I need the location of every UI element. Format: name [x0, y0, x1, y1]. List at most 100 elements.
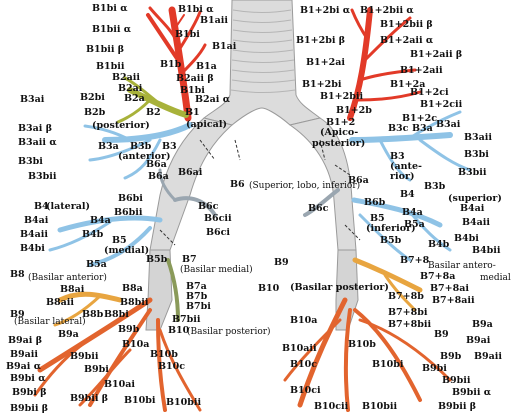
- label-r-b2: B2: [146, 107, 161, 118]
- label-r-b2ai-alpha: B2ai α: [195, 94, 231, 105]
- label-r-b6c: B6c: [198, 201, 219, 212]
- label-l-b10b: B10b: [348, 339, 376, 350]
- left-superior-lower-branches: [303, 188, 340, 217]
- label-l-b12bi: B1+2bi: [302, 79, 342, 90]
- label-r-b1bi: B1bi: [175, 29, 200, 40]
- label-r-b7bi: B7bi: [186, 301, 211, 312]
- label-r-b9: B9: [10, 309, 25, 320]
- label-r-b7b: B7b: [186, 291, 208, 302]
- right-superior-lower-branches: [158, 168, 217, 217]
- label-r-b10-desc: (Basilar posterior): [187, 327, 271, 337]
- label-r-b8bi: B8bi: [104, 309, 129, 320]
- label-r-b1: B1: [185, 107, 200, 118]
- left-apicoposterior-branches: [347, 7, 422, 121]
- label-l-b3aii: B3aii: [464, 132, 493, 143]
- label-l-b6a: B6a: [348, 175, 369, 186]
- label-l-b3b: B3b: [424, 181, 446, 192]
- label-l-b12bii-alpha: B1+2bii α: [360, 5, 414, 16]
- label-r-b8a: B8a: [122, 283, 143, 294]
- left-lingula-branches: [351, 197, 452, 262]
- label-l-b10-desc-1: (Basilar posterior): [290, 282, 389, 293]
- label-r-b6ci: B6ci: [206, 227, 231, 238]
- label-l-b9bii-beta: B9bii β: [438, 401, 477, 412]
- label-l-superior: (superior): [448, 193, 502, 204]
- label-r-b1aii: B1aii: [200, 15, 229, 26]
- right-apical-branches: [146, 6, 207, 122]
- label-r-b1ai: B1ai: [212, 41, 237, 52]
- label-r-b9bi: B9bi: [84, 364, 109, 375]
- label-r-b9bi-beta: B9bi β: [12, 387, 47, 398]
- label-l-b78a: B7+8a: [420, 271, 456, 282]
- label-r-b7bii: B7bii: [172, 314, 201, 325]
- label-l-b9a: B9a: [472, 319, 493, 330]
- label-r-b9ai-beta: B9ai β: [8, 335, 43, 346]
- label-r-b7: B7: [182, 254, 197, 265]
- right-posterior-branches: [116, 76, 189, 124]
- label-r-b4: B4: [34, 201, 49, 212]
- label-l-b12ai: B1+2ai: [306, 57, 345, 68]
- label-l-b12bi-beta: B1+2bi β: [296, 35, 346, 46]
- label-l-b12ci: B1+2ci: [410, 87, 449, 98]
- label-r-b1b: B1b: [160, 59, 182, 70]
- right-middle-lobe-branches: [48, 215, 163, 267]
- label-l-b3bi: B3bi: [464, 149, 489, 160]
- label-l-b4: B4: [400, 189, 415, 200]
- label-r-b2b: B2b: [84, 107, 106, 118]
- label-r-b1bi-alpha: B1bi α: [92, 3, 128, 14]
- label-l-b12aii-alpha: B1+2aii α: [380, 35, 434, 46]
- label-l-b4b: B4b: [428, 239, 450, 250]
- label-l-b10aii: B10aii: [282, 343, 317, 354]
- label-r-b3ai-beta: B3ai β: [18, 123, 53, 134]
- label-l-b78ai: B7+8ai: [430, 283, 469, 294]
- label-l-b4bi: B4bi: [454, 233, 479, 244]
- label-r-b10bi: B10bi: [124, 395, 156, 406]
- label-r-b4ai: B4ai: [24, 215, 49, 226]
- label-r-b3b: B3b: [130, 141, 152, 152]
- label-center-b10: B10: [258, 283, 280, 294]
- label-r-b6-desc: (Superior, lobo, inferior): [249, 181, 361, 191]
- label-r-b4b: B4b: [82, 229, 104, 240]
- label-l-b9bii-alpha: B9bii α: [452, 387, 492, 398]
- label-r-b9ai-alpha: B9ai α: [6, 361, 42, 372]
- label-l-posterior: posterior): [312, 138, 366, 149]
- label-l-b12bii-beta: B1+2bii β: [380, 19, 433, 30]
- label-l-b78bii: B7+8bii: [388, 319, 432, 330]
- label-r-b2ai: B2ai: [118, 83, 143, 94]
- label-r-b1a: B1a: [196, 61, 217, 72]
- label-r-b9a: B9a: [58, 329, 79, 340]
- label-l-b10cii: B10cii: [314, 401, 349, 412]
- label-r-b7a: B7a: [186, 281, 207, 292]
- label-r-b8aii: B8aii: [46, 297, 75, 308]
- right-anterior-branches: [83, 122, 193, 180]
- label-r-b2a: B2a: [124, 93, 145, 104]
- label-l-b5: B5: [370, 213, 385, 224]
- right-basal-branches: [33, 297, 202, 412]
- label-l-b12b: B1+2b: [336, 105, 372, 116]
- label-l-ante: (ante-: [390, 161, 422, 172]
- label-r-b10c: B10c: [158, 361, 186, 372]
- label-l-b9bii: B9bii: [442, 375, 471, 386]
- label-r-b6ai: B6ai: [178, 167, 203, 178]
- label-l-b4a: B4a: [402, 207, 423, 218]
- label-r-b1bi-small: B1bi: [180, 85, 205, 96]
- label-r-b10: B10: [168, 325, 190, 336]
- label-l-b10bi: B10bi: [372, 359, 404, 370]
- left-anterior-branches: [349, 110, 472, 182]
- label-r-b9bii-beta: B9bii β: [70, 393, 109, 404]
- label-r-lateral: (lateral): [46, 201, 90, 212]
- label-r-b9-desc: (Basilar lateral): [14, 317, 86, 327]
- label-r-anterior: (anterior): [118, 151, 171, 162]
- label-r-b6bii: B6bii: [114, 207, 143, 218]
- label-l-b10bii: B10bii: [362, 401, 398, 412]
- label-r-b2aii-beta: B2aii β: [176, 73, 214, 84]
- label-r-b9bii: B9bii: [70, 351, 99, 362]
- label-r-b4bi: B4bi: [20, 243, 45, 254]
- label-r-b10a: B10a: [122, 339, 150, 350]
- left-anteromedial-basal-branches: [352, 257, 423, 312]
- label-r-posterior: (posterior): [92, 120, 150, 131]
- label-r-b4a: B4a: [90, 215, 111, 226]
- label-l-b78-desc2: medial: [480, 273, 511, 283]
- label-r-b7-desc: (Basilar medial): [180, 265, 253, 275]
- label-r-b8-desc: (Basilar anterior): [28, 273, 107, 283]
- label-l-rior: rior): [390, 171, 415, 182]
